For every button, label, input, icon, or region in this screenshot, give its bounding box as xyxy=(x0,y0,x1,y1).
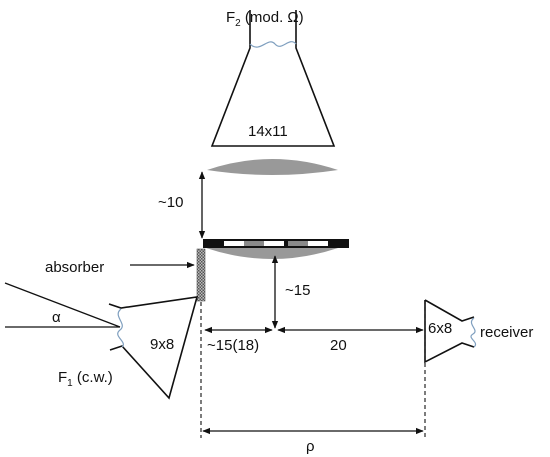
horn-f1: 9x8 xyxy=(108,296,199,400)
source-f2-label: F2 (mod. Ω) xyxy=(226,9,304,29)
lower-lens xyxy=(206,248,338,259)
waveguide-wave-f1 xyxy=(117,308,124,348)
horn-receiver: 6x8 xyxy=(424,299,476,364)
horn-f2-size-label: 14x11 xyxy=(248,123,288,140)
waveguide-wave-f2 xyxy=(249,41,297,48)
absorber-label: absorber xyxy=(45,259,104,276)
dim-absorber-mark-label: ~15(18) xyxy=(207,337,259,354)
waveguide-wave-receiver xyxy=(470,317,476,348)
dim-lens-grating-label: ~10 xyxy=(158,194,183,211)
beam-line-upper xyxy=(4,282,121,328)
upper-lens xyxy=(207,159,338,175)
source-f1-label: F1 (c.w.) xyxy=(58,369,113,389)
grating xyxy=(203,239,349,248)
horn-f2: 14x11 xyxy=(210,10,336,147)
alpha-label: α xyxy=(52,309,61,326)
horn-receiver-size-label: 6x8 xyxy=(428,320,452,337)
horn-f1-size-label: 9x8 xyxy=(150,336,174,353)
dim-mark-receiver-label: 20 xyxy=(330,337,347,354)
rho-label: ρ xyxy=(306,438,315,455)
absorber-block xyxy=(196,248,206,302)
dim-grating-axis-label: ~15 xyxy=(285,282,310,299)
receiver-label: receiver xyxy=(480,324,533,341)
